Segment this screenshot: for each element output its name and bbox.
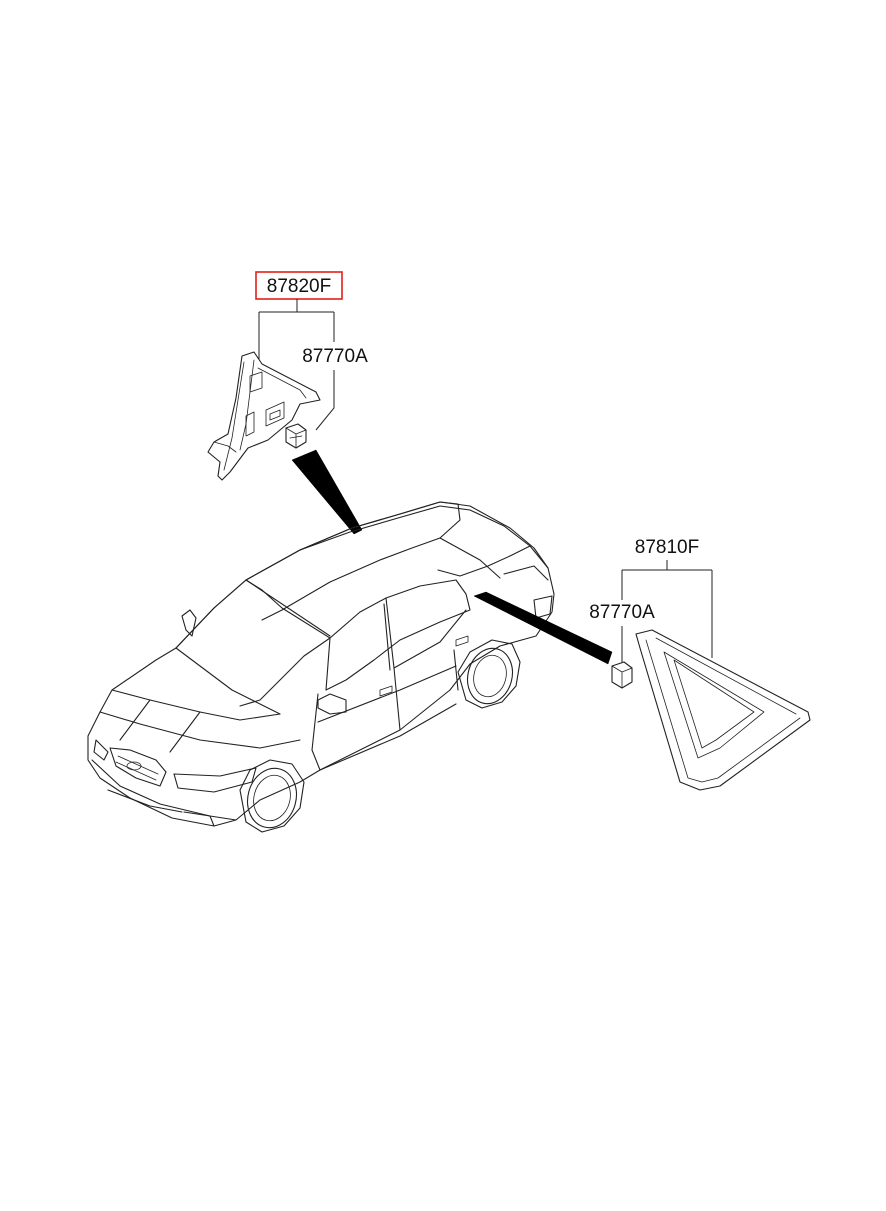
quarter-trim-87810F bbox=[635, 629, 811, 791]
callout-highlight-box bbox=[255, 271, 343, 300]
leader-87770A-upper bbox=[315, 370, 335, 431]
callout-87820F[interactable]: 87820F bbox=[255, 271, 343, 300]
pointer-arrow-upper bbox=[291, 449, 363, 535]
pillar-trim-87820F bbox=[207, 351, 321, 481]
pointer-arrow-lower bbox=[473, 591, 613, 665]
clip-87770A-lower bbox=[611, 661, 633, 689]
car-illustration bbox=[87, 501, 555, 833]
callout-label-87770A-lower[interactable]: 87770A bbox=[589, 602, 655, 623]
leader-87820F bbox=[258, 299, 335, 362]
callout-label-87820F: 87820F bbox=[267, 276, 331, 297]
callout-label-87770A-upper[interactable]: 87770A bbox=[302, 346, 368, 367]
leader-87810F bbox=[621, 560, 713, 658]
callout-label-87810F[interactable]: 87810F bbox=[635, 537, 699, 558]
clip-87770A-upper bbox=[285, 423, 307, 449]
